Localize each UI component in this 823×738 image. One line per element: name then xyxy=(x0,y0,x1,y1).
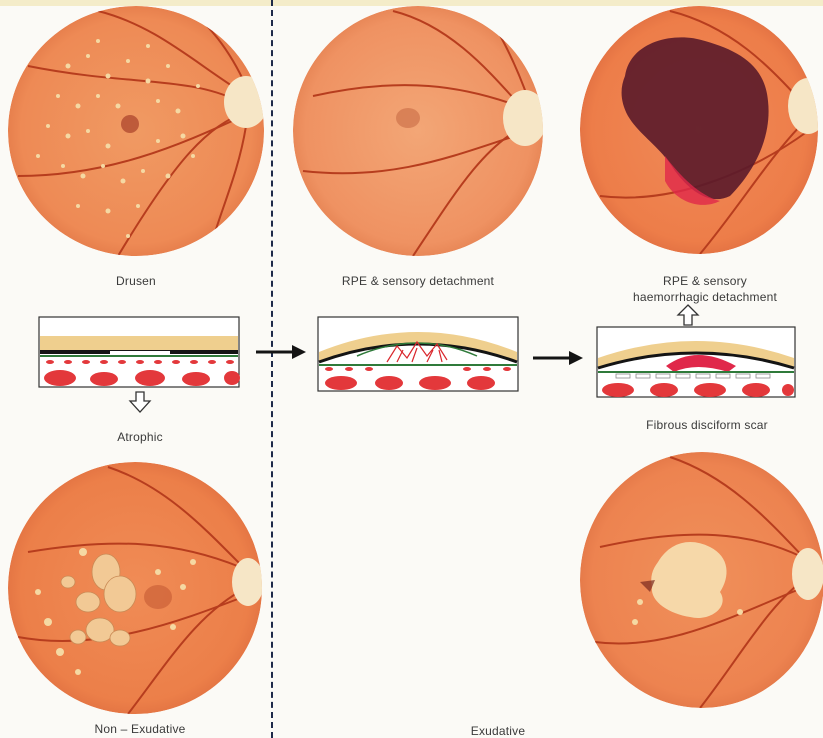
label-fibrous-scar: Fibrous disciform scar xyxy=(612,418,802,432)
label-rpe-sensory-line1: RPE & sensory xyxy=(620,274,790,288)
arrow-right-icon xyxy=(533,350,583,366)
label-drusen: Drusen xyxy=(96,274,176,288)
fundus-non-exudative xyxy=(8,462,262,714)
fundus-disciform-scar xyxy=(580,452,823,708)
hollow-arrow-down-icon xyxy=(128,390,152,414)
cross-section-atrophic xyxy=(38,316,240,388)
dashed-divider xyxy=(271,0,273,738)
label-atrophic: Atrophic xyxy=(100,430,180,444)
fundus-rpe-detachment xyxy=(293,6,543,256)
label-exudative: Exudative xyxy=(448,724,548,738)
cross-section-haemorrhagic xyxy=(596,326,796,398)
arrow-right-icon xyxy=(256,344,306,360)
cross-section-rpe-detachment xyxy=(317,316,519,392)
label-rpe-sensory-line2: haemorrhagic detachment xyxy=(600,290,810,304)
label-non-exudative: Non – Exudative xyxy=(70,722,210,736)
fundus-drusen xyxy=(8,6,264,256)
hollow-arrow-up-icon xyxy=(676,304,700,326)
fundus-haemorrhagic-detachment xyxy=(580,6,818,254)
label-rpe-sensory-detachment: RPE & sensory detachment xyxy=(318,274,518,288)
